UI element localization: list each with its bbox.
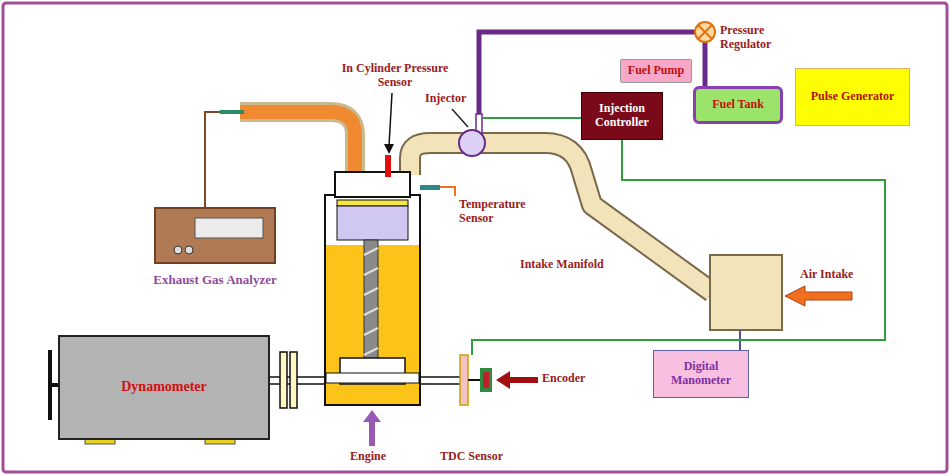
intake-plenum: [710, 255, 782, 330]
temperature-sensor-leader: [440, 187, 455, 196]
output-shaft: [419, 377, 460, 384]
device-caption: Exhaust Gas Analyzer: [153, 273, 277, 288]
box-label: Fuel Pump: [628, 64, 684, 78]
pressure-sensor: [385, 155, 391, 177]
controller-box: Injection Controller: [581, 92, 663, 140]
part-label: Engine: [350, 450, 386, 464]
page-frame: [3, 3, 947, 472]
engine-pointer-arrow: [363, 410, 381, 446]
box-label: Digital Manometer: [658, 360, 744, 388]
cylinder-head: [335, 172, 410, 197]
part-label: Injector: [425, 92, 466, 106]
pressure-sensor-arrowhead: [384, 144, 394, 154]
encoder: [480, 368, 492, 392]
temperature-sensor: [420, 185, 440, 190]
analyzer-wire: [205, 112, 220, 208]
analyzer-knob: [174, 246, 182, 254]
intake-manifold-outline: [410, 143, 712, 292]
part-label: Intake Manifold: [520, 258, 604, 272]
box-label: Pulse Generator: [811, 90, 895, 104]
exhaust-pipe: [240, 112, 355, 175]
air-intake-arrow: [785, 286, 852, 306]
tdc-sensor: [460, 355, 468, 405]
analyzer-device: Exhaust Gas Analyzer: [155, 208, 275, 263]
tdc-signal-wire: [472, 140, 885, 355]
shaft-coupling: [290, 352, 297, 408]
piston: [337, 206, 408, 240]
pressure-sensor-leader: [389, 93, 392, 146]
sensor-label: In Cylinder Pressure Sensor: [340, 62, 450, 90]
crankshaft: [326, 373, 419, 383]
pressure-regulator-cross: [698, 25, 712, 39]
sensor-label: TDC Sensor: [440, 450, 503, 464]
encoder-pointer-arrow: [496, 371, 538, 389]
exhaust-pipe-outline: [240, 112, 355, 175]
sensor-label: Temperature Sensor: [459, 198, 544, 226]
analyzer-knob: [185, 246, 193, 254]
connecting-rod: [364, 240, 378, 362]
flow-label: Air Intake: [800, 268, 853, 282]
tank-box: Fuel Tank: [693, 86, 783, 124]
box-label: Fuel Tank: [712, 98, 764, 112]
box-label: Dynamometer: [121, 379, 207, 395]
piston-crown: [337, 200, 408, 206]
injector-bulb: [459, 130, 485, 156]
intake-manifold: [410, 143, 712, 292]
dynamometer-box: Dynamometer: [58, 335, 270, 440]
box-label: Injection Controller: [586, 102, 658, 130]
shaft-coupling: [280, 352, 287, 408]
dyno-shaft: [270, 377, 326, 384]
dyno-handle: [50, 350, 58, 420]
pressure-regulator-symbol: [695, 22, 715, 42]
encoder-shaft: [468, 379, 480, 381]
part-label: Encoder: [542, 372, 585, 386]
manometer-box: Digital Manometer: [653, 350, 749, 398]
engine-body: [325, 195, 420, 405]
injector-signal-wire: [483, 117, 583, 119]
encoder-core: [483, 372, 489, 388]
fuel-line: [703, 42, 708, 86]
exhaust-probe: [220, 110, 244, 114]
analyzer-device: [155, 208, 275, 263]
part-label: Pressure Regulator: [720, 24, 800, 52]
analyzer-display: [195, 218, 263, 238]
connecting-rod-hatch: [364, 248, 378, 355]
injector-leader: [452, 109, 468, 127]
generator-box: Pulse Generator: [795, 68, 910, 126]
pump-box: Fuel Pump: [620, 59, 692, 83]
